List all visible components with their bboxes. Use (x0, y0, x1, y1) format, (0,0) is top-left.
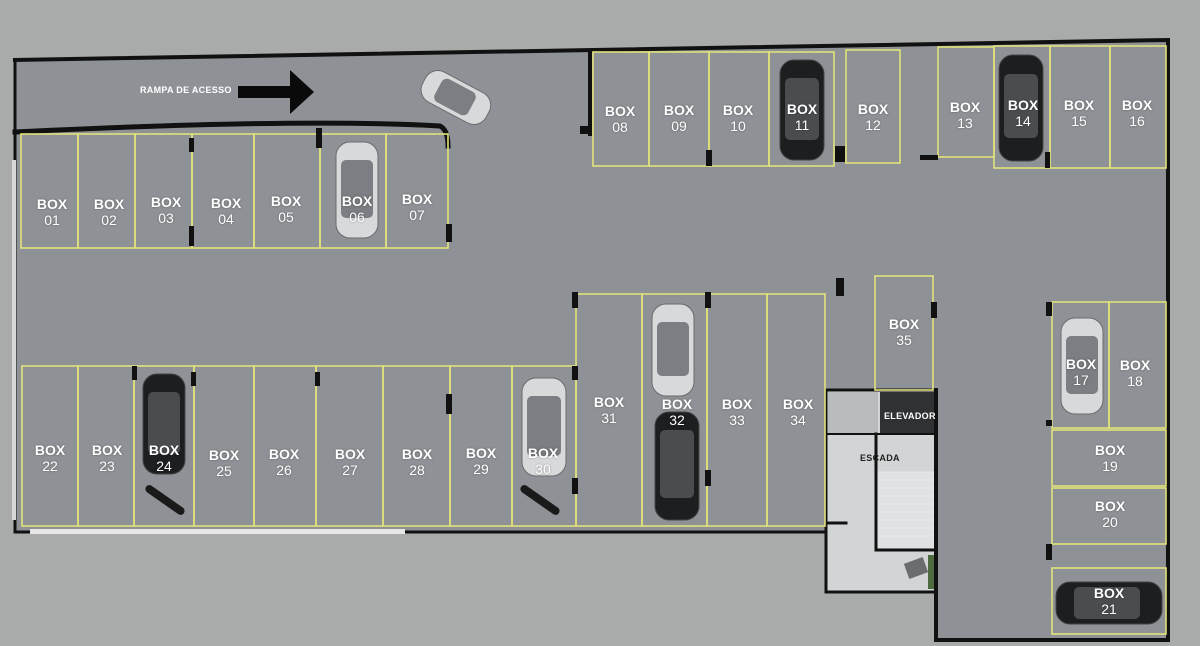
car-black-box-11 (779, 59, 825, 161)
structural-columns (132, 126, 1052, 560)
access-gate (30, 529, 405, 534)
car-silver-box-30 (521, 377, 567, 477)
car-black-box-32-lower (654, 411, 700, 521)
stair-elevator-core (826, 390, 936, 592)
parking-stripes (20, 45, 1167, 635)
car-silver-box-32-upper (651, 303, 695, 397)
stairs-steps (875, 471, 935, 551)
ramp-arrow-icon (238, 70, 314, 114)
car-silver-box-06 (335, 141, 379, 239)
car-silver-ramp (420, 69, 492, 125)
ramp-label: RAMPA DE ACESSO (140, 85, 232, 95)
car-black-box-14 (998, 54, 1044, 162)
car-silver-box-17 (1060, 317, 1104, 415)
stairs-label: ESCADA (860, 453, 900, 463)
motorcycle-box-30 (520, 485, 560, 515)
walls (12, 37, 1170, 642)
motorcycle-box-24 (145, 485, 185, 515)
elevator-label: ELEVADOR (884, 411, 936, 421)
car-black-box-24 (142, 373, 186, 475)
car-black-box-21 (1055, 581, 1163, 625)
elevator-shaft (880, 392, 934, 434)
